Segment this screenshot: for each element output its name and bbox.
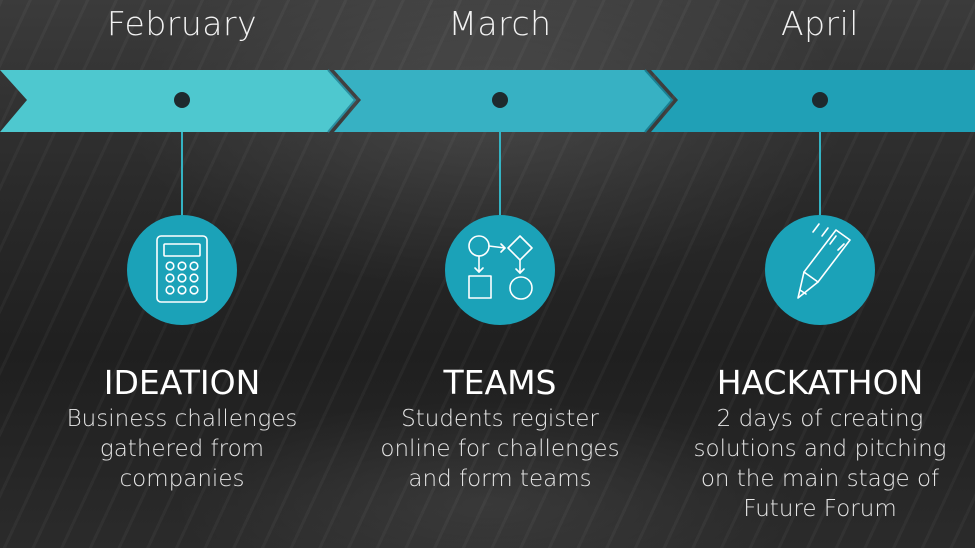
step-description-hackathon: 2 days of creating solutions and pitchin… xyxy=(660,404,975,524)
description-line: Students register xyxy=(401,406,599,432)
step-title-hackathon: HACKATHON xyxy=(716,363,924,402)
pencil-icon xyxy=(797,223,851,299)
icon-circle-teams xyxy=(445,215,555,325)
description-line: Future Forum xyxy=(743,496,897,522)
month-label-april: April xyxy=(781,4,859,43)
milestone-dot-february xyxy=(174,92,190,108)
calculator-icon xyxy=(156,235,208,303)
step-title-teams: TEAMS xyxy=(443,363,557,402)
month-label-march: March xyxy=(448,4,552,43)
milestone-dot-march xyxy=(492,92,508,108)
step-description-teams: Students register online for challenges … xyxy=(340,404,660,494)
step-description-ideation: Business challenges gathered from compan… xyxy=(22,404,342,494)
description-line: and form teams xyxy=(408,466,592,492)
step-hackathon: HACKATHON 2 days of creating solutions a… xyxy=(660,362,975,524)
month-label-february: February xyxy=(106,4,258,43)
flowchart-icon xyxy=(468,235,533,300)
description-line: online for challenges xyxy=(380,436,620,462)
description-line: companies xyxy=(119,466,245,492)
description-line: Business challenges xyxy=(66,406,298,432)
milestone-dot-april xyxy=(812,92,828,108)
description-line: on the main stage of xyxy=(700,466,940,492)
step-title-ideation: IDEATION xyxy=(103,363,261,402)
description-line: solutions and pitching xyxy=(693,436,947,462)
icon-circle-hackathon xyxy=(765,215,875,325)
step-ideation: IDEATION Business challenges gathered fr… xyxy=(22,362,342,494)
step-teams: TEAMS Students register online for chall… xyxy=(340,362,660,494)
description-line: 2 days of creating xyxy=(716,406,924,432)
description-line: gathered from xyxy=(99,436,265,462)
